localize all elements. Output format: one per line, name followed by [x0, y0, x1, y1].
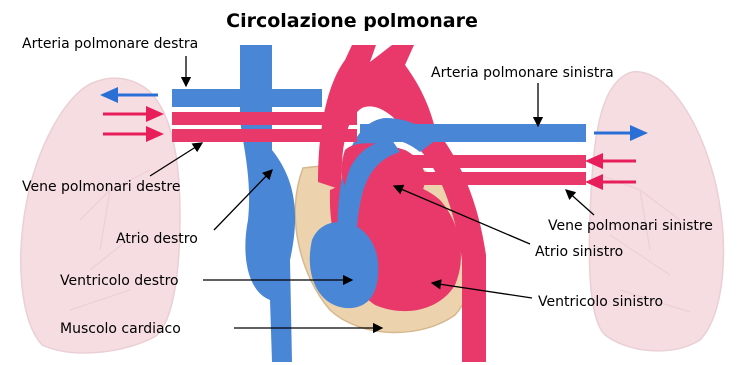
label-left-pulmonary-veins: Vene polmonari sinistre [548, 218, 713, 234]
label-right-pulmonary-artery: Arteria polmonare destra [22, 36, 198, 52]
diagram-title: Circolazione polmonare [226, 10, 478, 32]
right-pulmonary-artery [172, 89, 322, 107]
left-pulmonary-artery [360, 124, 586, 142]
right-pulmonary-vein-lower [172, 129, 357, 142]
right-pulmonary-vein-upper [172, 112, 357, 125]
label-right-pulmonary-veins: Vene polmonari destre [22, 179, 180, 195]
label-left-atrium: Atrio sinistro [535, 244, 623, 260]
label-right-atrium: Atrio destro [116, 231, 198, 247]
label-left-ventricle: Ventricolo sinistro [538, 294, 663, 310]
label-heart-muscle: Muscolo cardiaco [60, 321, 181, 337]
right-lung [21, 78, 180, 353]
label-right-ventricle: Ventricolo destro [60, 273, 179, 289]
label-left-pulmonary-artery: Arteria polmonare sinistra [431, 65, 614, 81]
